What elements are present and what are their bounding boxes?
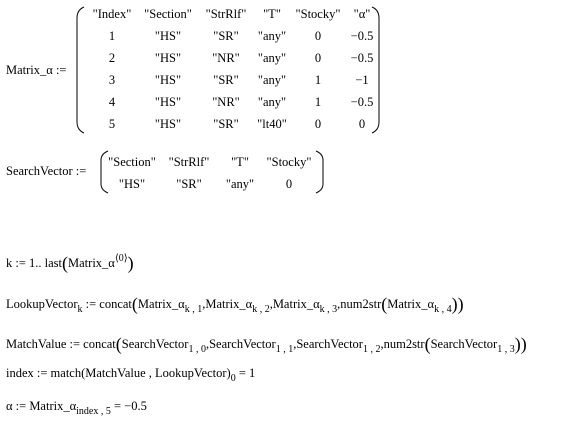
matrix-cell-r0-c1: "Section" — [144, 7, 192, 21]
eq-k-sup: ⟨0⟩ — [114, 253, 128, 264]
matrix-cell-r5-c5: 0 — [358, 117, 366, 131]
matrix-cell-r1-c2: "SR" — [213, 29, 239, 43]
matrix-cell-r2-c3: "any" — [257, 51, 287, 65]
search-vector-label: SearchVector := — [6, 164, 87, 178]
matrix-left-bracket — [76, 6, 85, 134]
matrix-cell-r4-c1: "HS" — [154, 95, 182, 109]
vector-cell-r1-c1: "SR" — [176, 177, 202, 191]
matrix-cell-r3-c2: "SR" — [213, 73, 239, 87]
matrix-cell-r4-c3: "any" — [257, 95, 287, 109]
vector-cell-r1-c2: "any" — [225, 177, 255, 191]
matrix-cell-r2-c0: 2 — [108, 51, 116, 65]
eq-k: k := 1.. last(Matrix_α⟨0⟩) — [6, 253, 134, 273]
matrix-cell-r3-c4: 1 — [314, 73, 322, 87]
matrix-cell-r3-c1: "HS" — [154, 73, 182, 87]
matrix-cell-r0-c2: "StrRlf" — [205, 7, 247, 21]
matrix-cell-r5-c1: "HS" — [154, 117, 182, 131]
matrix-cell-r0-c5: "α" — [353, 7, 371, 21]
matrix-cell-r0-c3: "T" — [263, 7, 281, 21]
eq-match: MatchValue := concat(SearchVector1 , 0,S… — [6, 334, 527, 355]
matrix-cell-r0-c4: "Stocky" — [295, 7, 341, 21]
eq-k-arg: Matrix_α — [68, 256, 115, 270]
matrix-cell-r3-c5: −1 — [355, 73, 369, 87]
eq-index: index := match(MatchValue , LookupVector… — [6, 366, 256, 384]
eq-lookup: LookupVectork := concat(Matrix_αk , 1,Ma… — [6, 294, 464, 315]
matrix-cell-r1-c1: "HS" — [154, 29, 182, 43]
eq-alpha: α := Matrix_αindex , 5 = −0.5 — [6, 399, 147, 417]
matrix-cell-r1-c0: 1 — [108, 29, 116, 43]
matrix-cell-r2-c4: 0 — [314, 51, 322, 65]
matrix-cell-r5-c4: 0 — [314, 117, 322, 131]
matrix-right-bracket — [371, 6, 380, 134]
vector-cell-r0-c1: "StrRlf" — [168, 155, 210, 169]
matrix-cell-r1-c5: −0.5 — [350, 29, 374, 43]
vector-cell-r1-c3: 0 — [285, 177, 293, 191]
vector-cell-r0-c3: "Stocky" — [266, 155, 312, 169]
matrix-cell-r5-c0: 5 — [108, 117, 116, 131]
matrix-cell-r3-c0: 3 — [108, 73, 116, 87]
matrix-cell-r2-c1: "HS" — [154, 51, 182, 65]
vector-right-bracket — [315, 150, 324, 194]
matrix-cell-r2-c5: −0.5 — [350, 51, 374, 65]
matrix-alpha-label: Matrix_α := — [6, 63, 67, 77]
vector-cell-r0-c2: "T" — [231, 155, 249, 169]
matrix-cell-r4-c0: 4 — [108, 95, 116, 109]
matrix-cell-r4-c5: −0.5 — [350, 95, 374, 109]
matrix-cell-r4-c4: 1 — [314, 95, 322, 109]
matrix-cell-r5-c2: "SR" — [213, 117, 239, 131]
matrix-cell-r2-c2: "NR" — [212, 51, 240, 65]
matrix-cell-r3-c3: "any" — [257, 73, 287, 87]
matrix-cell-r5-c3: "lt40" — [257, 117, 287, 131]
matrix-cell-r0-c0: "Index" — [92, 7, 132, 21]
vector-cell-r1-c0: "HS" — [118, 177, 146, 191]
matrix-cell-r1-c4: 0 — [314, 29, 322, 43]
matrix-cell-r1-c3: "any" — [257, 29, 287, 43]
matrix-cell-r4-c2: "NR" — [212, 95, 240, 109]
vector-cell-r0-c0: "Section" — [108, 155, 156, 169]
eq-k-prefix: k := 1.. last — [6, 256, 63, 270]
vector-left-bracket — [100, 150, 109, 194]
